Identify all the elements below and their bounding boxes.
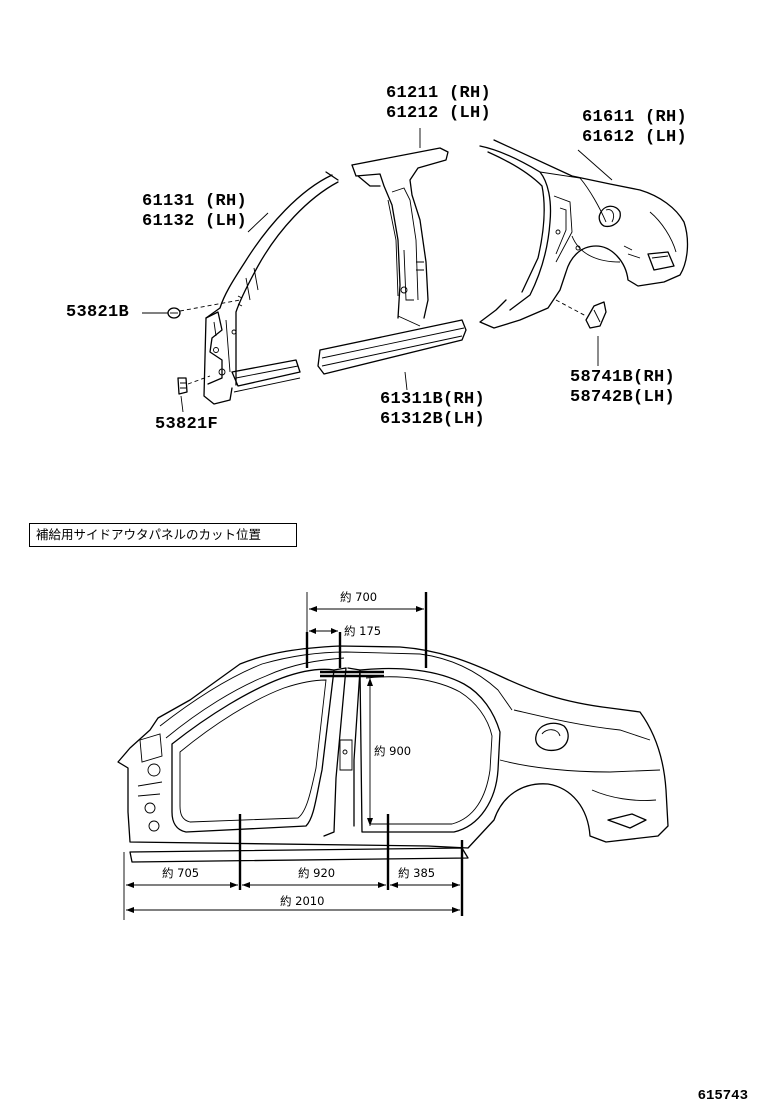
part-label-61211: 61211 (RH) — [386, 84, 492, 103]
part-label-61311b: 61311B(RH) — [380, 390, 486, 409]
dim-front-section: 約 705 — [160, 866, 202, 880]
sheet-number: 615743 — [697, 1088, 748, 1104]
dim-pillar-height: 約 900 — [372, 744, 414, 758]
center-pillar-panel — [317, 147, 467, 375]
dim-top-overall: 約 700 — [338, 590, 380, 604]
side-outer-panel — [117, 645, 669, 863]
cut-lines — [238, 592, 464, 916]
part-label-53821b: 53821B — [66, 303, 130, 322]
part-label-61312b: 61312B(LH) — [380, 410, 486, 429]
part-label-58741b: 58741B(RH) — [570, 368, 676, 387]
part-label-61132: 61132 (LH) — [142, 212, 248, 231]
quarter-panel — [479, 139, 689, 329]
part-label-61612: 61612 (LH) — [582, 128, 688, 147]
cut-position-title: 補給用サイドアウタパネルのカット位置 — [29, 523, 297, 547]
cover-58741b — [585, 301, 607, 329]
clip-53821b — [167, 307, 181, 319]
clip-53821f — [177, 377, 188, 395]
part-label-58742b: 58742B(LH) — [570, 388, 676, 407]
part-label-61611: 61611 (RH) — [582, 108, 688, 127]
dim-rear-section: 約 385 — [396, 866, 438, 880]
dimension-lines — [123, 592, 460, 920]
part-label-53821f: 53821F — [155, 415, 219, 434]
dim-top-inner: 約 175 — [342, 624, 384, 638]
dim-overall-length: 約 2010 — [278, 894, 327, 908]
dim-middle-section: 約 920 — [296, 866, 338, 880]
leader-lines — [142, 128, 613, 413]
part-label-61212: 61212 (LH) — [386, 104, 492, 123]
front-pillar-panel — [203, 171, 339, 405]
part-label-61131: 61131 (RH) — [142, 192, 248, 211]
